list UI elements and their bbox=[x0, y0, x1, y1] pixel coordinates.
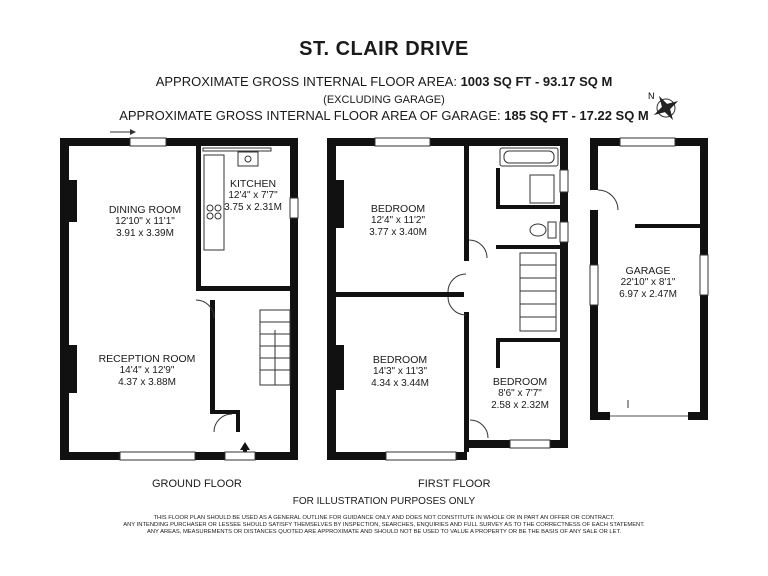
excluding-garage-note: (EXCLUDING GARAGE) bbox=[323, 94, 445, 106]
room-name: KITCHEN bbox=[229, 178, 277, 190]
room-name: BEDROOM bbox=[492, 376, 548, 388]
room-bedroom-3: BEDROOM 8'6" x 7'7" 2.58 x 2.32M bbox=[484, 376, 556, 412]
room-dining: DINING ROOM 12'10" x 11'1" 3.91 x 3.39M bbox=[100, 204, 190, 240]
ground-floor-plan bbox=[60, 129, 299, 461]
page-title: ST. CLAIR DRIVE bbox=[299, 38, 469, 60]
room-name: BEDROOM bbox=[372, 354, 428, 366]
garage-plan bbox=[589, 137, 709, 420]
room-name: GARAGE bbox=[625, 265, 671, 277]
room-bedroom-1: BEDROOM 12'4" x 11'2" 3.77 x 3.40M bbox=[358, 203, 438, 239]
room-metric: 4.37 x 3.88M bbox=[118, 377, 176, 388]
room-metric: 3.91 x 3.39M bbox=[116, 228, 174, 239]
room-metric: 4.34 x 3.44M bbox=[371, 378, 429, 389]
room-imperial: 14'3" x 11'3" bbox=[372, 366, 428, 377]
disclaimer-line-1: THIS FLOOR PLAN SHOULD BE USED AS A GENE… bbox=[153, 515, 615, 521]
room-metric: 2.58 x 2.32M bbox=[491, 400, 549, 411]
room-bedroom-2: BEDROOM 14'3" x 11'3" 4.34 x 3.44M bbox=[360, 354, 440, 390]
garage-area-line: APPROXIMATE GROSS INTERNAL FLOOR AREA OF… bbox=[0, 108, 768, 123]
disclaimer-line-2: ANY INTENDING PURCHASER OR LESSEE SHOULD… bbox=[123, 522, 645, 528]
disclaimer-line-3: ANY AREAS, MEASUREMENTS OR DISTANCES QUO… bbox=[147, 529, 621, 535]
room-reception: RECEPTION ROOM 14'4" x 12'9" 4.37 x 3.88… bbox=[92, 353, 202, 389]
ground-floor-label: GROUND FLOOR bbox=[152, 478, 242, 490]
gross-area-label: APPROXIMATE GROSS INTERNAL FLOOR AREA: bbox=[155, 74, 457, 89]
first-floor-label: FIRST FLOOR bbox=[418, 478, 491, 490]
room-metric: 3.75 x 2.31M bbox=[224, 202, 282, 213]
room-name: RECEPTION ROOM bbox=[98, 353, 196, 365]
room-metric: 3.77 x 3.40M bbox=[369, 227, 427, 238]
illustration-note: FOR ILLUSTRATION PURPOSES ONLY bbox=[292, 496, 476, 507]
garage-area-label: APPROXIMATE GROSS INTERNAL FLOOR AREA OF… bbox=[119, 108, 501, 123]
room-imperial: 14'4" x 12'9" bbox=[119, 365, 175, 376]
room-imperial: 12'4" x 11'2" bbox=[370, 215, 426, 226]
room-imperial: 8'6" x 7'7" bbox=[498, 388, 542, 399]
gross-area-line: APPROXIMATE GROSS INTERNAL FLOOR AREA: 1… bbox=[0, 74, 768, 89]
room-name: BEDROOM bbox=[370, 203, 426, 215]
gross-area-value: 1003 SQ FT - 93.17 SQ M bbox=[460, 74, 613, 89]
room-name: DINING ROOM bbox=[108, 204, 182, 216]
first-floor-plan bbox=[327, 137, 569, 461]
compass-north-label: N bbox=[648, 91, 655, 101]
room-garage: GARAGE 22'10" x 8'1" 6.97 x 2.47M bbox=[608, 265, 688, 301]
room-metric: 6.97 x 2.47M bbox=[619, 289, 677, 300]
garage-area-value: 185 SQ FT - 17.22 SQ M bbox=[504, 108, 649, 123]
room-imperial: 12'4" x 7'7" bbox=[228, 190, 278, 201]
compass-rose-icon: N bbox=[648, 91, 679, 121]
room-imperial: 12'10" x 11'1" bbox=[115, 216, 175, 227]
room-imperial: 22'10" x 8'1" bbox=[620, 277, 676, 288]
room-kitchen: KITCHEN 12'4" x 7'7" 3.75 x 2.31M bbox=[222, 178, 284, 214]
